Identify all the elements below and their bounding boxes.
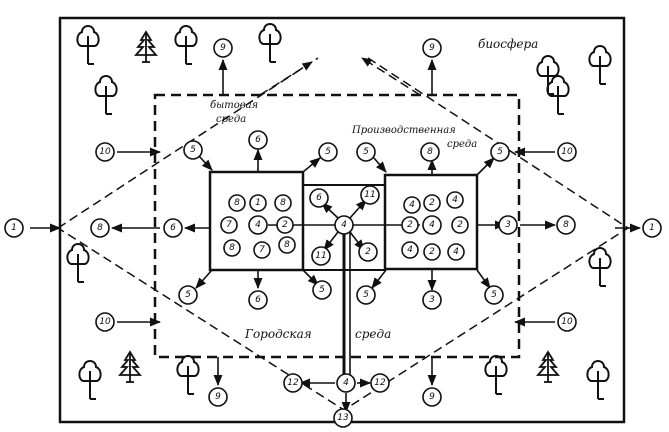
deciduous-tree-icon: [78, 360, 102, 400]
deciduous-tree-icon: [588, 45, 612, 85]
deciduous-tree-icon: [66, 243, 90, 283]
node-number: 5: [491, 290, 497, 300]
diamond-arrow-left: [259, 61, 313, 96]
node-number: 8: [284, 240, 290, 250]
node-number: 4: [255, 220, 261, 230]
node-number: 7: [259, 245, 265, 255]
node-number: 5: [190, 145, 196, 155]
node-number: 8: [563, 220, 569, 230]
deciduous-tree-icon: [484, 355, 508, 395]
conifer-tree-icon: [135, 31, 157, 63]
node-number: 4: [409, 200, 415, 210]
node-number: 2: [407, 220, 413, 230]
deciduous-tree-icon: [94, 75, 118, 115]
node-number: 4: [407, 245, 413, 255]
node-number: 5: [325, 147, 331, 157]
node-number: 2: [282, 220, 288, 230]
node-number: 8: [427, 147, 433, 157]
deciduous-tree-icon: [76, 25, 100, 65]
numbered-nodes: [4, 38, 662, 428]
node-number: 5: [185, 290, 191, 300]
flow-arrows: [30, 58, 642, 414]
node-number: 9: [429, 392, 435, 402]
node-number: 1: [649, 223, 655, 233]
urban-environment-frame: [153, 93, 521, 359]
node-number: 2: [365, 247, 371, 257]
node-number: 4: [452, 195, 458, 205]
diamond-arrow-right: [361, 57, 421, 96]
deciduous-tree-icon: [176, 355, 200, 395]
node-number: 12: [287, 378, 299, 388]
node-number: 4: [341, 220, 347, 230]
node-number: 8: [97, 223, 103, 233]
node-number: 1: [255, 198, 261, 208]
production-label-line2: среда: [447, 139, 477, 150]
node-number: 11: [364, 190, 375, 200]
conifer-tree-icon: [537, 351, 559, 383]
urban-label-part2: среда: [355, 327, 391, 341]
node-number: 3: [429, 295, 435, 305]
node-number: 5: [497, 147, 503, 157]
deciduous-tree-icon: [174, 25, 198, 65]
node-number: 1: [11, 223, 17, 233]
node-number: 4: [343, 378, 349, 388]
node-number: 11: [315, 251, 326, 261]
node-number: 4: [453, 247, 459, 257]
node-number: 6: [170, 223, 176, 233]
deciduous-tree-icon: [588, 247, 612, 287]
node-number: 10: [561, 317, 573, 327]
node-number: 13: [337, 413, 349, 423]
deciduous-tree-icon: [546, 75, 570, 115]
node-number: 8: [229, 243, 235, 253]
biosphere-label: биосфера: [478, 37, 538, 51]
node-number: 5: [319, 285, 325, 295]
deciduous-tree-icon: [586, 360, 610, 400]
domestic-label-line2: среда: [216, 114, 246, 125]
node-number: 6: [255, 135, 261, 145]
node-numbers: 1 1 8 6 3 8 10 10 10 10 9 9 9 9 5 6 5 6 …: [11, 43, 655, 423]
urban-label-part1: Городская: [244, 327, 312, 341]
node-number: 9: [215, 392, 221, 402]
node-number: 7: [226, 220, 232, 230]
node-number: 10: [99, 317, 111, 327]
node-number: 2: [429, 198, 435, 208]
node-number: 10: [99, 147, 111, 157]
node-number: 5: [363, 147, 369, 157]
node-number: 3: [505, 220, 511, 230]
node-number: 2: [457, 220, 463, 230]
node-number: 2: [429, 247, 435, 257]
node-number: 6: [255, 295, 261, 305]
node-number: 5: [363, 290, 369, 300]
deciduous-tree-icon: [258, 23, 282, 63]
node-number: 9: [220, 43, 226, 53]
conifer-tree-icon: [119, 351, 141, 383]
node-number: 8: [234, 198, 240, 208]
node-number: 10: [561, 147, 573, 157]
node-number: 9: [429, 43, 435, 53]
node-number: 12: [374, 378, 386, 388]
node-number: 8: [280, 198, 286, 208]
node-number: 4: [429, 220, 435, 230]
node-number: 6: [316, 193, 322, 203]
production-label-line1: Производственная: [351, 125, 456, 136]
domestic-label-line1: бытовая: [210, 100, 258, 111]
